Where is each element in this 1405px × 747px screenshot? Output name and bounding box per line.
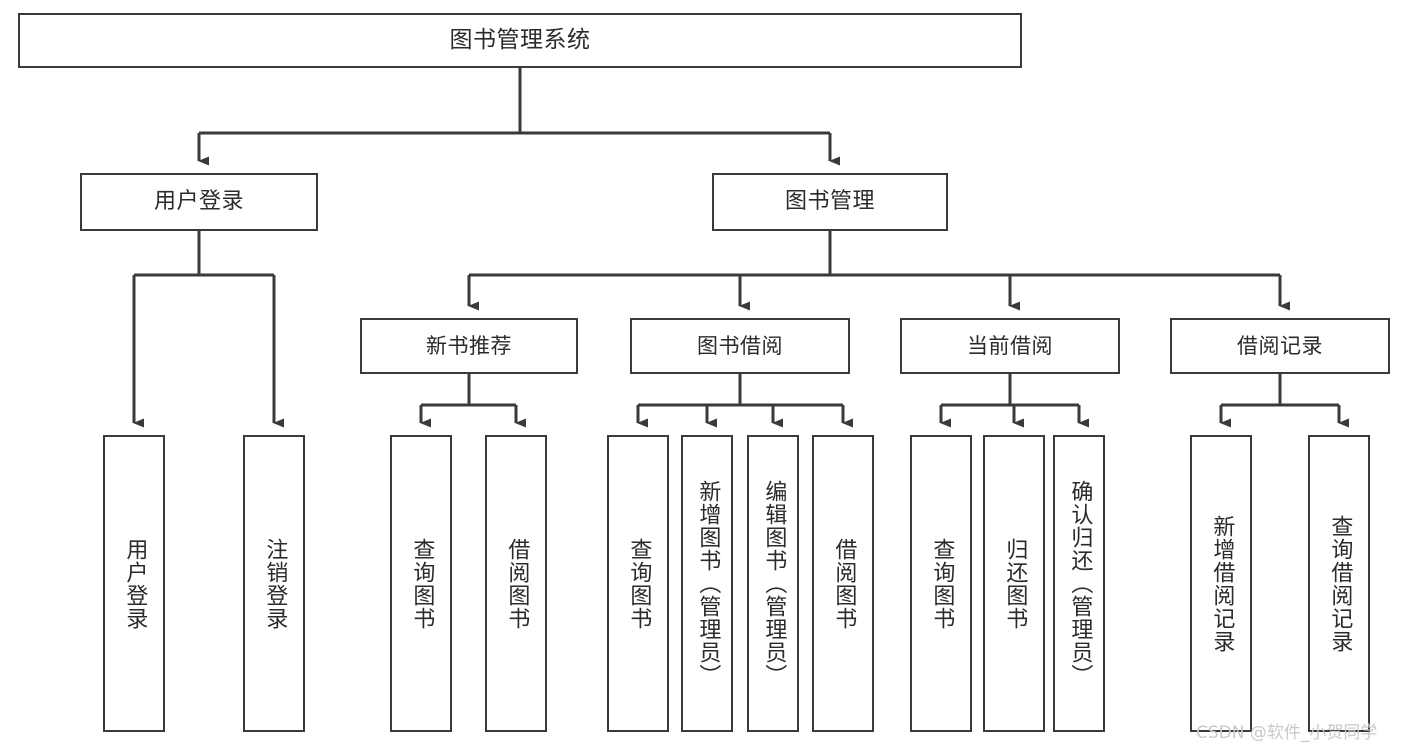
node-label: 新书推荐 [426, 333, 512, 358]
node-label: 编辑图书（管理员） [761, 480, 787, 687]
node-label: 查询图书 [626, 537, 652, 630]
node-label: 新增图书（管理员） [695, 480, 721, 687]
node-label: 借阅记录 [1237, 333, 1323, 358]
node-label: 查询图书 [409, 537, 435, 630]
node-label: 归还图书 [1002, 537, 1028, 630]
node-new-book-recommend[interactable]: 新书推荐 [360, 318, 578, 374]
node-current-borrow[interactable]: 当前借阅 [900, 318, 1120, 374]
node-label: 查询借阅记录 [1327, 514, 1353, 653]
node-label: 确认归还（管理员） [1067, 480, 1093, 687]
node-leaf-query-books-borrow[interactable]: 查询图书 [607, 435, 669, 732]
node-label: 当前借阅 [967, 333, 1053, 358]
node-leaf-add-borrow-record[interactable]: 新增借阅记录 [1190, 435, 1252, 732]
node-leaf-query-books-current[interactable]: 查询图书 [910, 435, 972, 732]
node-borrow-records[interactable]: 借阅记录 [1170, 318, 1390, 374]
node-book-borrow[interactable]: 图书借阅 [630, 318, 850, 374]
node-label: 借阅图书 [831, 537, 857, 630]
node-label: 图书管理 [784, 189, 875, 215]
node-leaf-user-login-action[interactable]: 用户登录 [103, 435, 165, 732]
node-leaf-return-books[interactable]: 归还图书 [983, 435, 1045, 732]
node-leaf-logout-action[interactable]: 注销登录 [243, 435, 305, 732]
node-leaf-query-books-recommend[interactable]: 查询图书 [390, 435, 452, 732]
node-label: 注销登录 [262, 537, 288, 630]
node-leaf-borrow-books-recommend[interactable]: 借阅图书 [485, 435, 547, 732]
node-label: 新增借阅记录 [1209, 514, 1235, 653]
node-label: 借阅图书 [504, 537, 530, 630]
node-leaf-edit-book-admin[interactable]: 编辑图书（管理员） [747, 435, 799, 732]
node-label: 用户登录 [122, 537, 148, 630]
node-user-login[interactable]: 用户登录 [80, 173, 318, 231]
node-label: 图书管理系统 [449, 27, 591, 54]
node-label: 图书借阅 [697, 333, 783, 358]
node-leaf-borrow-books-action[interactable]: 借阅图书 [812, 435, 874, 732]
node-root-system[interactable]: 图书管理系统 [18, 13, 1022, 68]
node-leaf-add-book-admin[interactable]: 新增图书（管理员） [681, 435, 733, 732]
node-book-management[interactable]: 图书管理 [712, 173, 948, 231]
node-label: 查询图书 [929, 537, 955, 630]
node-label: 用户登录 [153, 189, 244, 215]
node-leaf-query-borrow-record[interactable]: 查询借阅记录 [1308, 435, 1370, 732]
node-leaf-confirm-return-admin[interactable]: 确认归还（管理员） [1053, 435, 1105, 732]
